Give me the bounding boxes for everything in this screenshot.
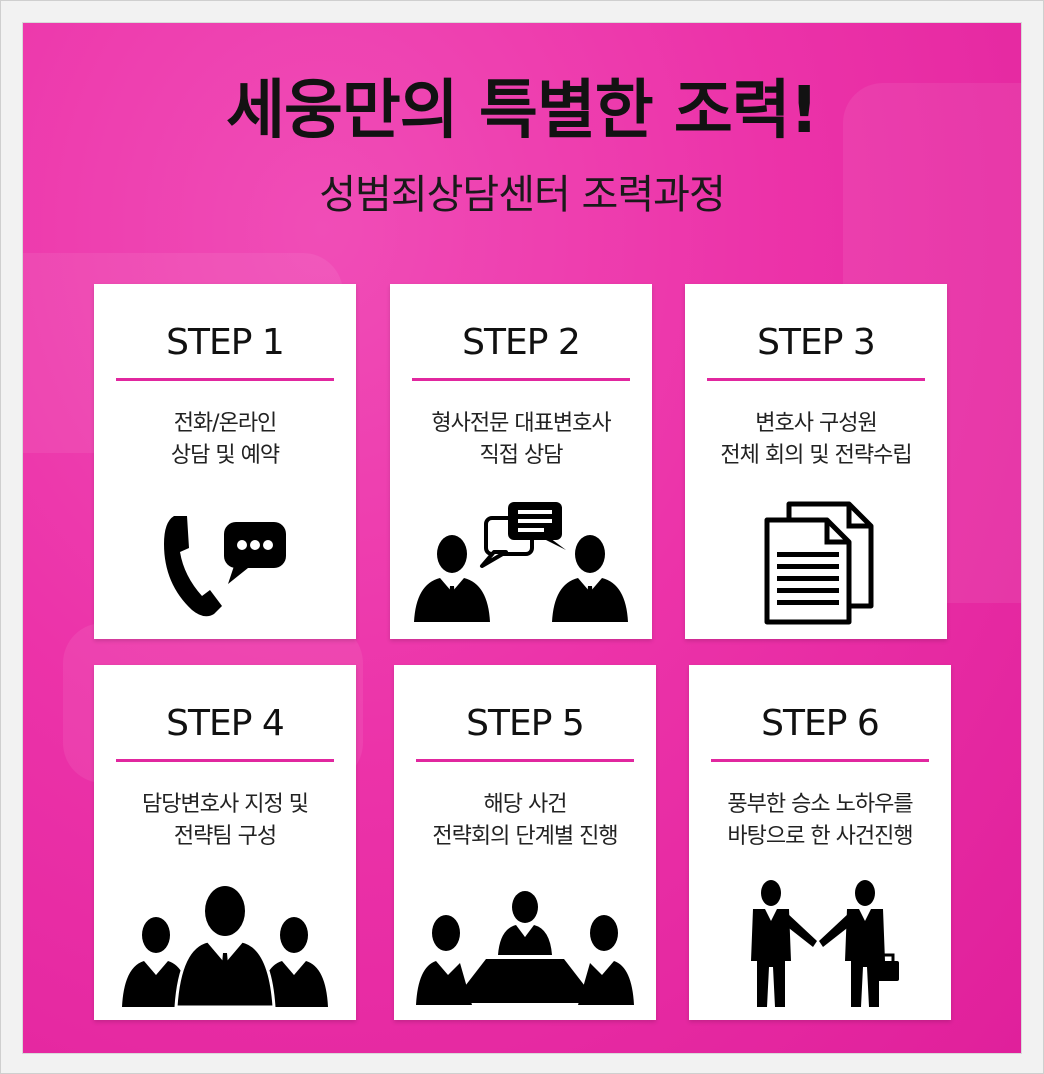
team-icon [122, 886, 328, 1007]
step-description: 담당변호사 지정 및 전략팀 구성 [94, 789, 356, 853]
step-label: STEP 6 [761, 703, 880, 744]
step-label: STEP 4 [166, 703, 285, 744]
consultation-icon [414, 502, 628, 622]
step-description-line: 형사전문 대표변호사 [431, 411, 611, 436]
step-description: 해당 사건 전략회의 단계별 진행 [394, 789, 656, 853]
step-description: 전화/온라인 상담 및 예약 [94, 408, 356, 472]
step-description-line: 풍부한 승소 노하우를 [727, 792, 913, 817]
step-description: 변호사 구성원 전체 회의 및 전략수립 [685, 408, 947, 472]
step-divider [116, 759, 334, 762]
step-divider [707, 378, 925, 381]
step-card-2: STEP 2 형사전문 대표변호사 직접 상담 [390, 284, 652, 639]
step-divider [416, 759, 634, 762]
step-label: STEP 5 [466, 703, 585, 744]
step-divider [116, 378, 334, 381]
step-description: 형사전문 대표변호사 직접 상담 [390, 408, 652, 472]
step-card-1: STEP 1 전화/온라인 상담 및 예약 [94, 284, 356, 639]
step-label: STEP 1 [166, 322, 285, 363]
step-divider [412, 378, 630, 381]
documents-icon [764, 501, 874, 625]
step-description-line: 전략회의 단계별 진행 [432, 824, 618, 849]
phone-chat-icon [164, 516, 286, 617]
step-card-6: STEP 6 풍부한 승소 노하우를 바탕으로 한 사건진행 [689, 665, 951, 1020]
step-description: 풍부한 승소 노하우를 바탕으로 한 사건진행 [689, 789, 951, 853]
step-description-line: 담당변호사 지정 및 [142, 792, 309, 817]
step-card-3: STEP 3 변호사 구성원 전체 회의 및 전략수립 [685, 284, 947, 639]
step-description-line: 전체 회의 및 전략수립 [720, 443, 912, 468]
page-subtitle: 성범죄상담센터 조력과정 [319, 172, 726, 218]
step-description-line: 상담 및 예약 [170, 443, 280, 468]
page-title: 세웅만의 특별한 조력! [226, 74, 819, 148]
step-description-line: 전화/온라인 [173, 411, 278, 436]
step-label: STEP 2 [462, 322, 581, 363]
step-card-5: STEP 5 해당 사건 전략회의 단계별 진행 [394, 665, 656, 1020]
pink-panel: 세웅만의 특별한 조력! 성범죄상담센터 조력과정 STEP 1 전화/온라인 … [23, 23, 1021, 1053]
step-description-line: 전략팀 구성 [173, 824, 277, 849]
step-divider [711, 759, 929, 762]
step-description-line: 해당 사건 [483, 792, 568, 817]
step-description-line: 직접 상담 [479, 443, 564, 468]
handshake-icon [751, 880, 899, 1007]
meeting-table-icon [416, 891, 634, 1005]
step-description-line: 변호사 구성원 [755, 411, 877, 436]
step-label: STEP 3 [757, 322, 876, 363]
step-card-4: STEP 4 담당변호사 지정 및 전략팀 구성 [94, 665, 356, 1020]
step-description-line: 바탕으로 한 사건진행 [727, 824, 913, 849]
